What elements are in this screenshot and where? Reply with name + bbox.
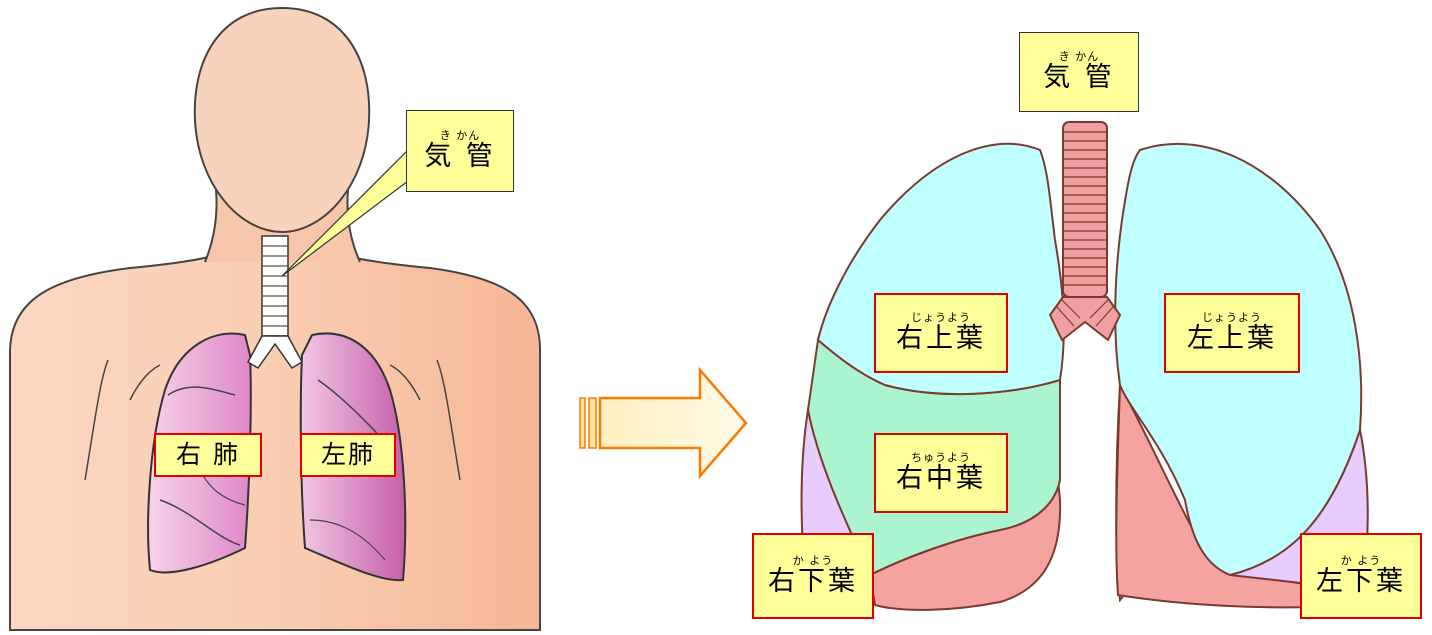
left-upper-lobe-label: じょうよう 左上葉 [1164, 293, 1300, 373]
right-lower-lobe-label: か よう 右下葉 [752, 533, 874, 619]
right-lung-label: 右 肺 [154, 433, 262, 477]
right-upper-lobe-label: じょうよう 右上葉 [874, 293, 1008, 373]
right-upper-lobe-text: 右上葉 [896, 324, 986, 354]
right-lung-text: 右 肺 [176, 440, 240, 470]
trachea-label-right: き かん 気 管 [1019, 32, 1139, 112]
trachea-text-left: 気 管 [424, 142, 496, 172]
right-lower-lobe-text: 右下葉 [768, 567, 858, 597]
right-middle-lobe-label: ちゅうよう 右中葉 [874, 433, 1008, 513]
trachea-text-right: 気 管 [1043, 63, 1115, 93]
left-lung-text: 左肺 [321, 440, 375, 470]
transition-arrow [580, 370, 746, 476]
left-lower-lobe-label: か よう 左下葉 [1300, 533, 1422, 619]
trachea-large [1050, 122, 1120, 340]
left-lung-label: 左肺 [300, 433, 396, 477]
left-lower-lobe-text: 左下葉 [1316, 567, 1406, 597]
left-upper-lobe-text: 左上葉 [1187, 324, 1277, 354]
trachea-label-left: き かん 気 管 [406, 110, 514, 192]
right-middle-lobe-text: 右中葉 [896, 464, 986, 494]
human-body [10, 8, 540, 630]
